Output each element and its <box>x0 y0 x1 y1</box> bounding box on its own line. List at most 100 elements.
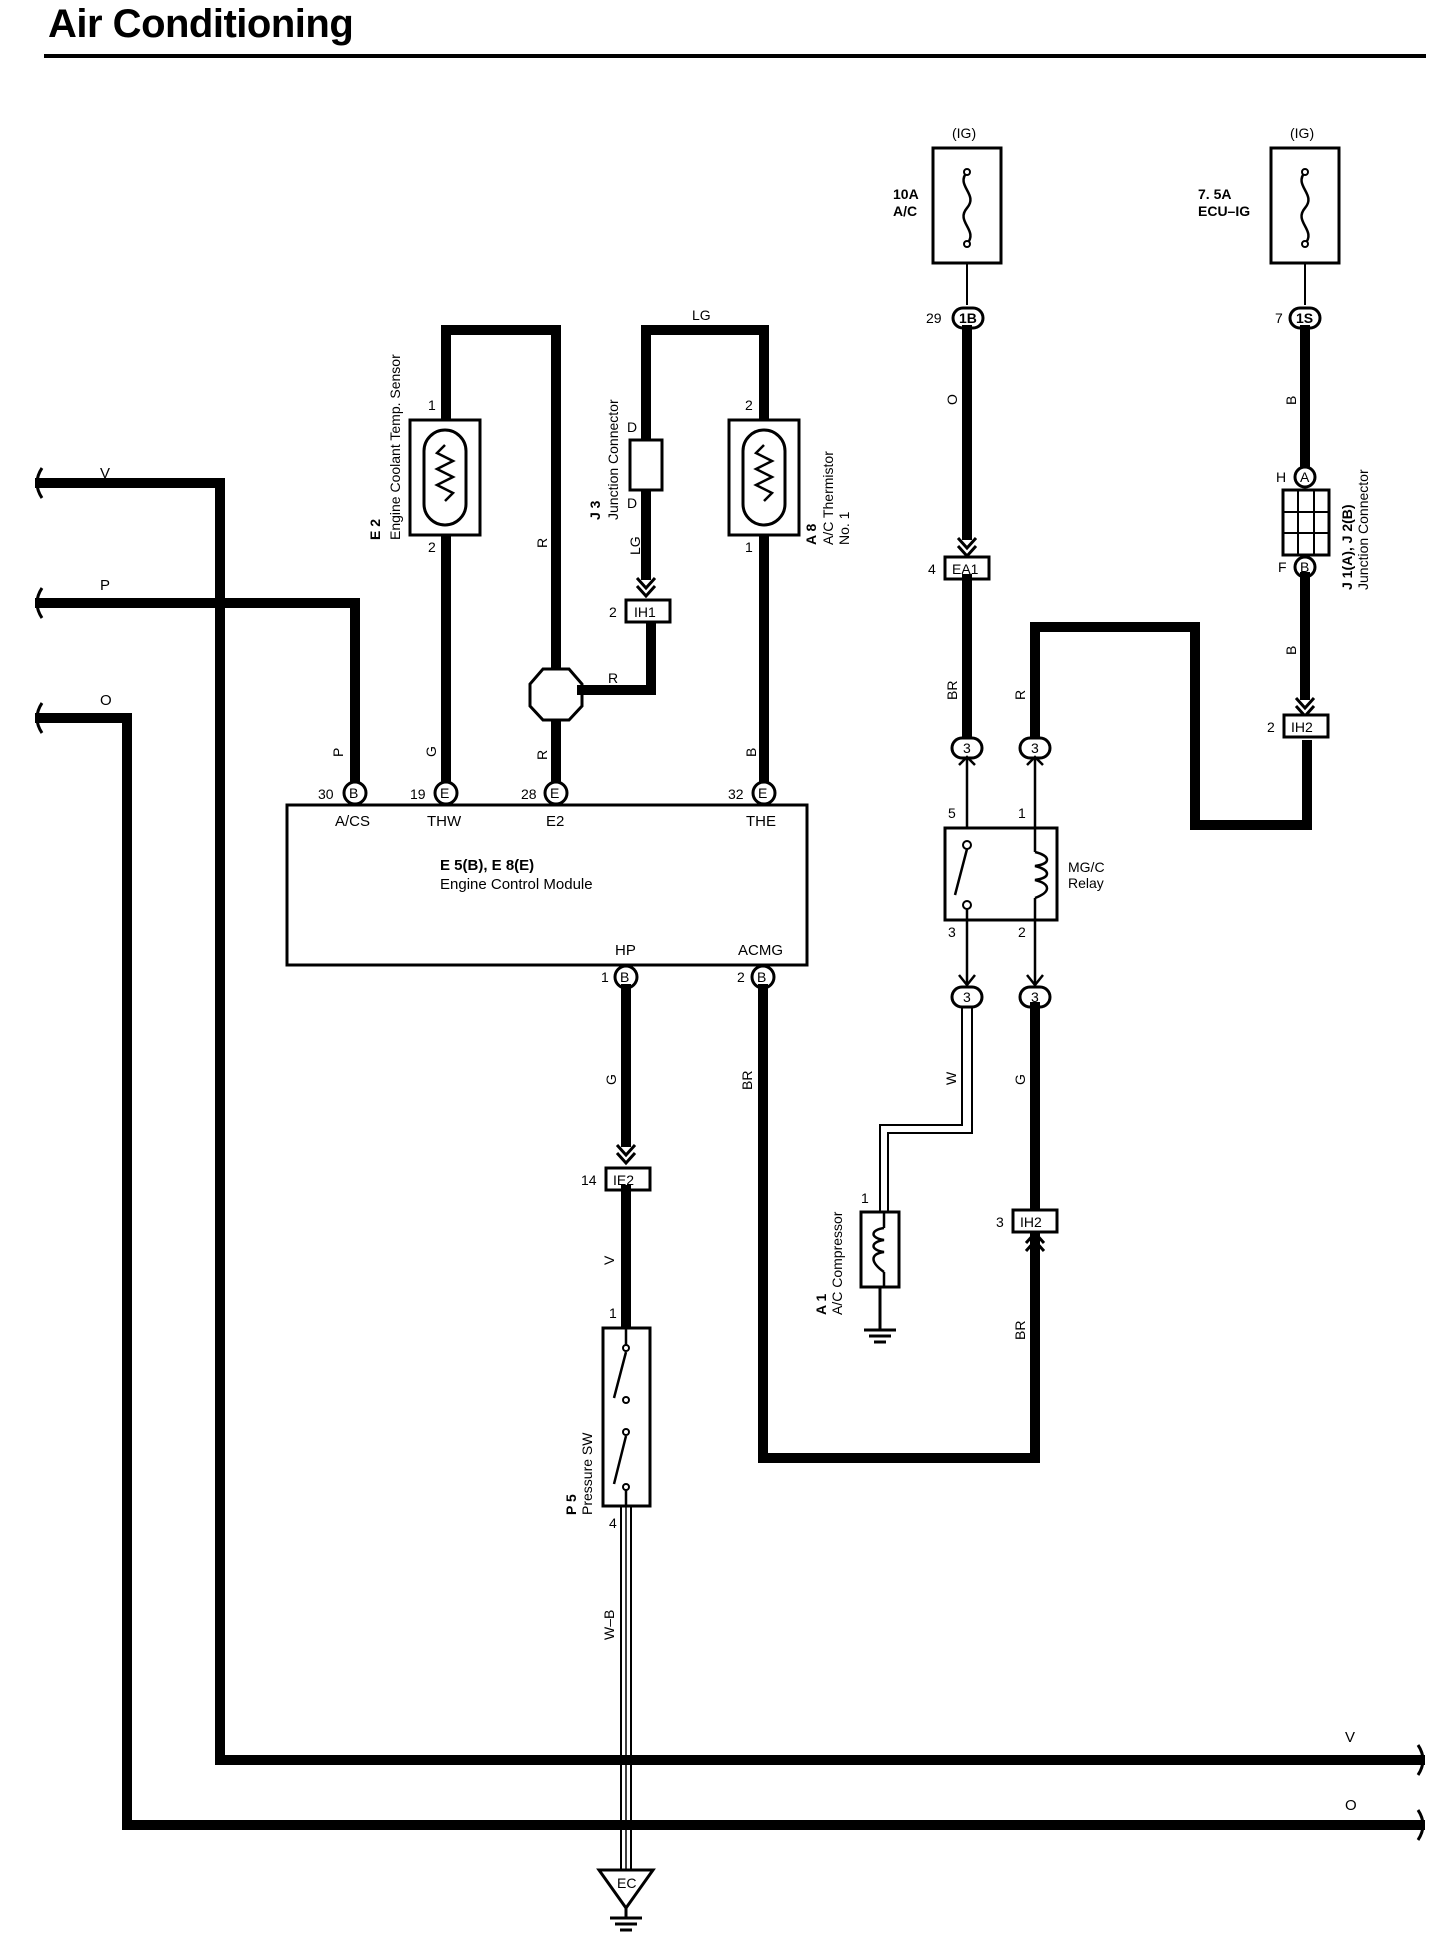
ecm-pin-acs-conn: B <box>349 785 358 801</box>
fuse-ac-connector: 1B <box>959 310 977 326</box>
ecm-pin-thw-conn: E <box>440 785 449 801</box>
ecm-code: E 5(B), E 8(E) <box>440 857 534 874</box>
fuse-ecu-connector: 1S <box>1296 310 1313 326</box>
ecm-label-thw: THW <box>427 813 462 830</box>
wire-v-right: V <box>1345 1729 1355 1746</box>
ecm-pin-the-conn: E <box>758 785 767 801</box>
j1j2-pin-top-letter: H <box>1276 469 1286 485</box>
wire-ecu-b-bottom: B <box>1283 646 1299 655</box>
pressure-sw-pin-bottom: 4 <box>609 1515 617 1531</box>
fuse-ac-source: (IG) <box>952 125 976 141</box>
j1j2-code: J 1(A), J 2(B) <box>1339 504 1355 590</box>
connector-ih2-bottom-name: IH2 <box>1020 1214 1042 1230</box>
j1j2-pin-bottom-letter: F <box>1278 559 1287 575</box>
wire-lg-top: LG <box>692 307 711 323</box>
ecm-bottom-pins <box>613 964 776 990</box>
fuse-ac-pin: 29 <box>926 310 942 326</box>
ect-sensor <box>408 418 482 537</box>
splice-point <box>528 667 584 722</box>
wire-ih2-br: BR <box>1012 1321 1028 1340</box>
relay-conn-top-right: 3 <box>1031 740 1039 756</box>
wire-v-left: V <box>100 465 110 482</box>
ecm-pin-the-num: 32 <box>728 786 744 802</box>
pressure-sw-pin-top: 1 <box>609 1305 617 1321</box>
ground-ec <box>596 1868 656 1932</box>
j3-junction <box>628 438 664 492</box>
fuse-ecu-pin: 7 <box>1275 310 1283 326</box>
ground-ec-label: EC <box>617 1875 636 1891</box>
ac-compressor <box>859 1210 901 1344</box>
connector-ih2-top <box>1282 713 1330 739</box>
bus-wires <box>35 467 1425 1841</box>
ecm-pin-acs-num: 30 <box>318 786 334 802</box>
ecm-label-acs: A/CS <box>335 813 370 830</box>
thermistor-name: A/C Thermistor <box>820 451 836 545</box>
j1j2-junction <box>1281 488 1331 557</box>
wire-e2-mid: R <box>608 670 618 686</box>
wire-e2-bottom: R <box>534 750 550 760</box>
fuse-ac-amp: 10A <box>893 186 919 202</box>
ecm-pin-acmg-conn: B <box>757 969 766 985</box>
ecm-pin-hp-conn: B <box>620 969 629 985</box>
ecm-label-the: THE <box>746 813 776 830</box>
ecm-name: Engine Control Module <box>440 876 593 893</box>
relay-pin-1: 1 <box>1018 805 1026 821</box>
wire-lg-j3: LG <box>627 536 643 555</box>
relay-name2: Relay <box>1068 875 1104 891</box>
page-title: Air Conditioning <box>48 2 354 46</box>
thermistor-name2: No. 1 <box>836 511 852 545</box>
compressor-code: A 1 <box>813 1294 829 1315</box>
wire-ie2-v: V <box>601 1255 617 1265</box>
ecm-pin-thw-num: 19 <box>410 786 426 802</box>
wire-r-relay: R <box>1012 690 1028 700</box>
ecm-pin-hp-num: 1 <box>601 969 609 985</box>
wire-hp-g: G <box>603 1074 619 1085</box>
ecm-label-e2: E2 <box>546 813 564 830</box>
relay-conn-top-left: 3 <box>963 740 971 756</box>
wire-e2-top: R <box>534 538 550 548</box>
wire-comp-w: W <box>943 1071 959 1085</box>
fuse-ecu-name: ECU–IG <box>1198 203 1250 219</box>
wire-fuse-o: O <box>944 394 960 405</box>
ecm-pin-e2-conn: E <box>550 785 559 801</box>
engine-control-module <box>285 803 809 967</box>
ect-code: E 2 <box>367 519 383 540</box>
thermistor-code: A 8 <box>803 524 819 545</box>
wire-relay-g: G <box>1012 1074 1028 1085</box>
wire-thw: G <box>423 746 439 757</box>
j1j2-pin-top: A <box>1300 469 1310 485</box>
ecm-pin-acmg-num: 2 <box>737 969 745 985</box>
fuse-ecu-amp: 7. 5A <box>1198 186 1231 202</box>
title-rule <box>44 54 1426 58</box>
j1j2-name: Junction Connector <box>1355 469 1371 590</box>
connector-ie2-name: IE2 <box>613 1172 634 1188</box>
mgc-relay <box>943 826 1059 922</box>
wire-wb: W–B <box>601 1610 617 1640</box>
pressure-switch <box>601 1326 652 1508</box>
j3-name: Junction Connector <box>605 399 621 520</box>
pressure-sw-code: P 5 <box>563 1494 579 1515</box>
j3-code: J 3 <box>587 500 603 520</box>
ect-pin-bottom: 2 <box>428 539 436 555</box>
ect-name: Engine Coolant Temp. Sensor <box>387 354 403 540</box>
wire-acmg-br: BR <box>739 1071 755 1090</box>
ecm-top-pins <box>342 780 777 806</box>
thermistor-pin-top: 2 <box>745 397 753 413</box>
ecm-label-hp: HP <box>615 942 636 959</box>
thermistor-pin-bottom: 1 <box>745 539 753 555</box>
ecm-label-acmg: ACMG <box>738 942 783 959</box>
fuse-ecu-ig <box>1269 146 1341 265</box>
wire-br-relay: BR <box>944 681 960 700</box>
ac-thermistor <box>727 418 801 537</box>
fuse-ac <box>931 146 1003 265</box>
relay-conn-bottom-left: 3 <box>963 989 971 1005</box>
ecm-pin-e2-num: 28 <box>521 786 537 802</box>
wire-p-left: P <box>100 577 110 594</box>
relay-pin-3: 3 <box>948 924 956 940</box>
wire-o-left: O <box>100 692 112 709</box>
relay-name: MG/C <box>1068 859 1105 875</box>
relay-conn-bottom-right: 3 <box>1031 989 1039 1005</box>
connector-ea1-pin: 4 <box>928 561 936 577</box>
compressor-pin: 1 <box>861 1190 869 1206</box>
